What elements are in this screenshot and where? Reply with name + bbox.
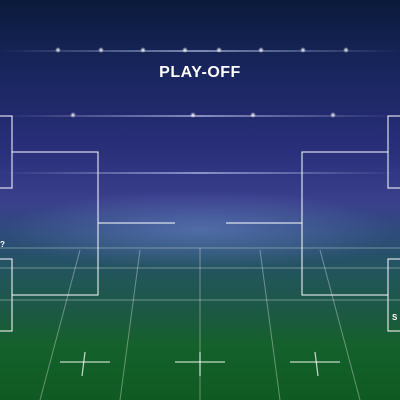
stadium-lights-row-lower xyxy=(0,172,400,174)
left-bracket-connector xyxy=(12,151,99,296)
stadium-light xyxy=(190,112,196,118)
stadium-light xyxy=(55,47,61,53)
stadium-light xyxy=(98,47,104,53)
right-bracket-connector xyxy=(301,151,388,296)
stadium-light xyxy=(343,47,349,53)
left-team-slot-2[interactable] xyxy=(0,258,13,332)
stadium-light xyxy=(70,112,76,118)
stadium-light xyxy=(258,47,264,53)
right-edge-label: S xyxy=(392,313,398,322)
stadium-light xyxy=(250,112,256,118)
stadium-light xyxy=(140,47,146,53)
page-title: PLAY-OFF xyxy=(159,64,241,81)
field-haze xyxy=(0,190,400,270)
field-lines xyxy=(0,247,400,400)
left-edge-label: ? xyxy=(0,240,5,249)
field-yard-marks xyxy=(60,351,340,377)
right-team-slot-1[interactable] xyxy=(387,115,400,189)
stadium-lights-row-top xyxy=(0,50,400,52)
stadium-light xyxy=(300,47,306,53)
stadium-light xyxy=(330,112,336,118)
stadium-light xyxy=(216,47,222,53)
left-team-slot-1[interactable] xyxy=(0,115,13,189)
stadium-lights-row-upper xyxy=(0,115,400,117)
stadium-light xyxy=(182,47,188,53)
